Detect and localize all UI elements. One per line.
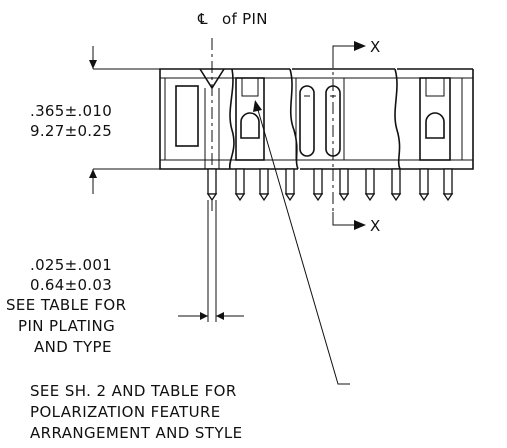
- break-line-3: [394, 68, 401, 170]
- centerline-symbol: ℄: [197, 10, 208, 28]
- section-label-top: X: [370, 38, 381, 56]
- pin-row: [206, 168, 454, 202]
- height-dim-mm: 9.27±0.25: [30, 122, 112, 140]
- break-line-2: [289, 68, 299, 170]
- pin: [339, 168, 349, 195]
- section-contact: [295, 78, 345, 160]
- section-marker-bottom: X: [332, 169, 381, 235]
- section-marker-top: X: [332, 38, 381, 169]
- pin-note-line-3: AND TYPE: [34, 338, 112, 356]
- pin: [313, 168, 323, 195]
- left-end-pocket: [175, 85, 199, 147]
- pin-dim-inches: .025±.001: [30, 256, 112, 274]
- pin: [285, 168, 295, 195]
- polarization-leader: [257, 109, 350, 385]
- pin: [365, 168, 375, 195]
- pin-note-line-2: PIN PLATING: [18, 317, 115, 335]
- pin-arrow-left: [200, 312, 208, 320]
- height-dim-inches: .365±.010: [30, 102, 112, 120]
- centerline-label: of PIN: [222, 10, 268, 28]
- height-arrow-bottom: [89, 169, 97, 178]
- height-arrow-top: [89, 60, 97, 69]
- polarization-note-line-3: ARRANGEMENT AND STYLE: [30, 424, 243, 442]
- contact-slot-right: [419, 77, 463, 161]
- pin: [419, 168, 429, 195]
- contact-slot: [235, 77, 265, 161]
- pin-dim-mm: 0.64±0.03: [30, 276, 112, 294]
- polarization-note-line-1: SEE SH. 2 AND TABLE FOR: [30, 382, 237, 400]
- break-line-1: [228, 68, 235, 170]
- pin-note-line-1: SEE TABLE FOR: [6, 296, 126, 314]
- polarization-leader-arrow: [253, 100, 262, 112]
- section-label-bottom: X: [370, 217, 381, 235]
- pin: [207, 168, 217, 195]
- pin: [443, 168, 453, 195]
- pin: [391, 168, 401, 195]
- pin: [259, 168, 269, 195]
- polarization-notch: [199, 68, 225, 90]
- pin-arrow-right: [216, 312, 224, 320]
- pin: [235, 168, 245, 195]
- polarization-note-line-2: POLARIZATION FEATURE: [30, 403, 221, 421]
